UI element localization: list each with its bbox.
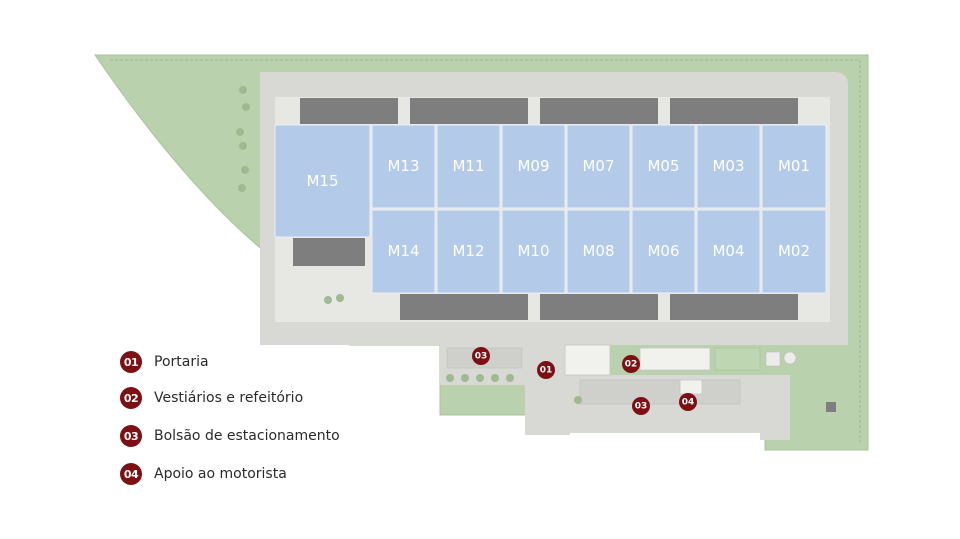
parking-area-south <box>579 379 741 405</box>
marker-label: 02 <box>625 360 638 370</box>
marker-label: 01 <box>540 366 553 376</box>
module-m07: M07 <box>566 124 631 209</box>
map-marker-03: 03 <box>632 397 650 415</box>
perimeter-fence <box>110 59 861 442</box>
module-label: M07 <box>582 157 614 175</box>
module-block <box>501 124 566 209</box>
module-label: M15 <box>306 172 338 190</box>
legend-badge: 01 <box>120 351 142 373</box>
trees <box>236 86 582 404</box>
module-label: M01 <box>778 157 810 175</box>
module-m04: M04 <box>696 209 761 294</box>
legend-label: Bolsão de estacionamento <box>154 428 340 444</box>
legend-label: Apoio ao motorista <box>154 466 287 482</box>
module-block <box>436 209 501 294</box>
module-label: M05 <box>647 157 679 175</box>
module-block <box>696 209 761 294</box>
module-block <box>371 124 436 209</box>
module-label: M10 <box>517 242 549 260</box>
map-marker-01: 01 <box>537 361 555 379</box>
module-m13: M13 <box>371 124 436 209</box>
module-label: M11 <box>452 157 484 175</box>
module-m12: M12 <box>436 209 501 294</box>
legend-badge: 02 <box>120 387 142 409</box>
marker-label: 04 <box>682 398 695 408</box>
module-m10: M10 <box>501 209 566 294</box>
legend-item-estacionamento: 03 Bolsão de estacionamento <box>120 424 340 448</box>
module-label: M14 <box>387 242 419 260</box>
map-marker-02: 02 <box>622 355 640 373</box>
module-block <box>566 209 631 294</box>
legend-badge: 03 <box>120 425 142 447</box>
module-block <box>631 124 696 209</box>
module-label: M03 <box>712 157 744 175</box>
legend-label: Vestiários e refeitório <box>154 390 304 406</box>
marker-circle <box>622 355 640 373</box>
module-m09: M09 <box>501 124 566 209</box>
markers-layer: 03 01 02 03 04 <box>472 347 697 415</box>
marker-circle <box>632 397 650 415</box>
module-label: M13 <box>387 157 419 175</box>
legend-label: Portaria <box>154 354 209 370</box>
module-block <box>436 124 501 209</box>
marker-label: 03 <box>475 352 488 362</box>
legend-badge: 04 <box>120 463 142 485</box>
south-dock-strip <box>400 294 798 320</box>
module-block <box>761 209 827 294</box>
module-m08: M08 <box>566 209 631 294</box>
legend-item-vestiarios: 02 Vestiários e refeitório <box>120 386 303 410</box>
marker-circle <box>537 361 555 379</box>
map-marker-03: 03 <box>472 347 490 365</box>
support-buildings <box>564 344 836 412</box>
module-m02: M02 <box>761 209 827 294</box>
module-m14: M14 <box>371 209 436 294</box>
module-label: M12 <box>452 242 484 260</box>
module-block <box>761 124 827 209</box>
module-block <box>371 209 436 294</box>
map-marker-04: 04 <box>679 393 697 411</box>
marker-circle <box>679 393 697 411</box>
module-m03: M03 <box>696 124 761 209</box>
marker-circle <box>472 347 490 365</box>
module-m06: M06 <box>631 209 696 294</box>
module-label: M02 <box>778 242 810 260</box>
module-label: M04 <box>712 242 744 260</box>
legend-item-portaria: 01 Portaria <box>120 350 209 374</box>
module-block <box>696 124 761 209</box>
north-dock-strip <box>300 98 798 124</box>
module-block <box>274 124 371 238</box>
m15-dock-strip <box>293 238 365 266</box>
module-m15: M15 <box>274 124 371 238</box>
marker-label: 03 <box>635 402 648 412</box>
module-block <box>631 209 696 294</box>
module-m01: M01 <box>761 124 827 209</box>
module-block <box>566 124 631 209</box>
module-m11: M11 <box>436 124 501 209</box>
module-block <box>501 209 566 294</box>
module-m05: M05 <box>631 124 696 209</box>
legend-item-apoio-motorista: 04 Apoio ao motorista <box>120 462 287 486</box>
module-label: M06 <box>647 242 679 260</box>
module-label: M08 <box>582 242 614 260</box>
module-label: M09 <box>517 157 549 175</box>
